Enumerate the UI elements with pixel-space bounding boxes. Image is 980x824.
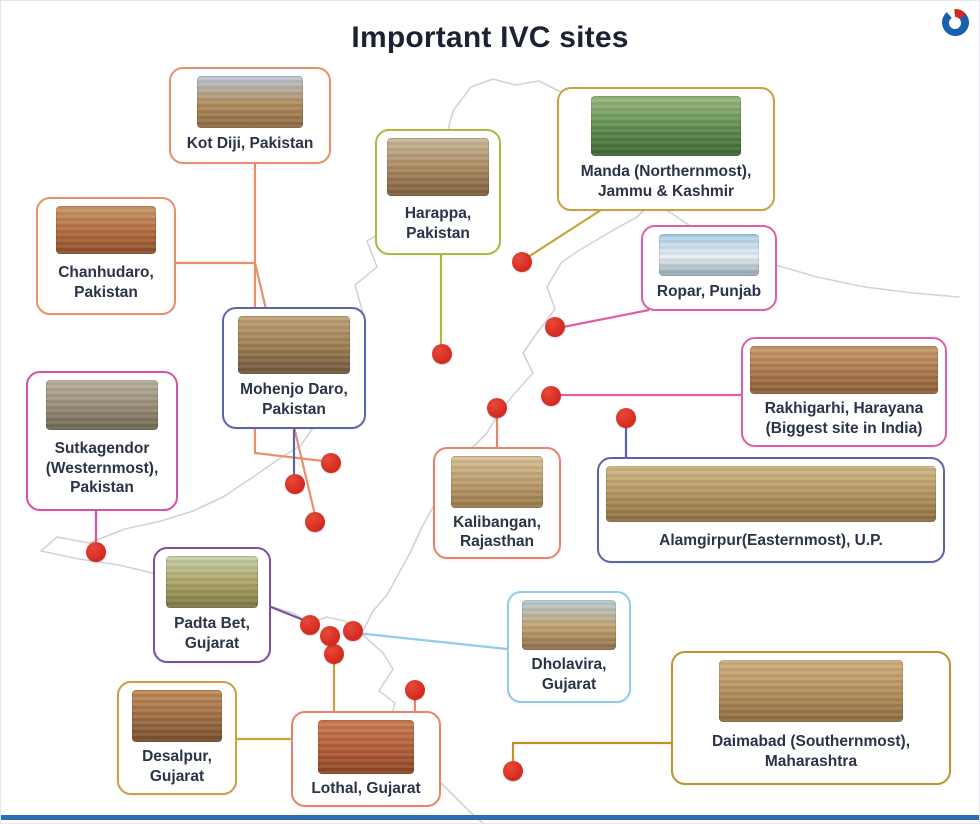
site-label: Alamgirpur(Easternmost), U.P.: [659, 531, 883, 549]
site-photo-desalpur: [132, 690, 222, 742]
map-marker-harappa: [432, 344, 452, 364]
site-card-lothal: Lothal, Gujarat: [291, 711, 441, 807]
site-card-manda: Manda (Northernmost), Jammu & Kashmir: [557, 87, 775, 211]
site-label: Kalibangan, Rajasthan: [453, 514, 541, 551]
site-card-rakhigarhi: Rakhigarhi, Harayana (Biggest site in In…: [741, 337, 947, 447]
map-marker-kot-diji: [321, 453, 341, 473]
site-photo-padta-bet: [166, 556, 258, 608]
connector-daimabad: [511, 741, 671, 769]
site-label: Chanhudaro, Pakistan: [58, 264, 154, 301]
site-card-alamgirpur: Alamgirpur(Easternmost), U.P.: [597, 457, 945, 563]
site-label: Mohenjo Daro, Pakistan: [240, 381, 348, 418]
site-label: Rakhigarhi, Harayana (Biggest site in In…: [764, 400, 924, 437]
site-card-sutkagendor: Sutkagendor (Westernmost), Pakistan: [26, 371, 178, 511]
site-label: Ropar, Punjab: [656, 282, 762, 300]
map-marker-padta-bet: [300, 615, 320, 635]
site-photo-kalibangan: [451, 456, 543, 508]
site-card-daimabad: Daimabad (Southernmost), Maharashtra: [671, 651, 951, 785]
site-card-chanhudaro: Chanhudaro, Pakistan: [36, 197, 176, 315]
site-photo-daimabad: [719, 660, 903, 722]
map-marker-mohenjo-daro: [285, 474, 305, 494]
site-card-harappa: Harappa, Pakistan: [375, 129, 501, 255]
connector-ropar: [557, 308, 650, 330]
site-photo-sutkagendor: [46, 380, 158, 430]
site-label: Harappa, Pakistan: [404, 205, 472, 242]
site-card-kot-diji: Kot Diji, Pakistan: [169, 67, 331, 164]
site-label: Dholavira, Gujarat: [531, 656, 607, 693]
site-photo-ropar: [659, 234, 759, 276]
map-marker-daimabad: [503, 761, 523, 781]
site-photo-kot-diji: [197, 76, 303, 128]
site-label: Sutkagendor (Westernmost), Pakistan: [45, 440, 159, 497]
site-label: Padta Bet, Gujarat: [174, 615, 250, 652]
site-photo-rakhigarhi: [750, 346, 938, 394]
map-marker-rakhigarhi: [541, 386, 561, 406]
map-marker-manda: [512, 252, 532, 272]
connector-manda: [524, 209, 602, 260]
site-photo-harappa: [387, 138, 489, 196]
site-card-padta-bet: Padta Bet, Gujarat: [153, 547, 271, 663]
site-label: Desalpur, Gujarat: [142, 748, 212, 785]
brand-logo-icon: [942, 9, 969, 36]
map-marker-sutkagendor: [86, 542, 106, 562]
site-label: Kot Diji, Pakistan: [186, 135, 314, 153]
site-card-mohenjo-daro: Mohenjo Daro, Pakistan: [222, 307, 366, 429]
site-label: Lothal, Gujarat: [311, 780, 421, 797]
site-photo-dholavira: [522, 600, 616, 650]
site-card-kalibangan: Kalibangan, Rajasthan: [433, 447, 561, 559]
map-marker-dholavira: [343, 621, 363, 641]
map-marker-desalpur: [324, 644, 344, 664]
site-photo-chanhudaro: [56, 206, 156, 254]
site-card-desalpur: Desalpur, Gujarat: [117, 681, 237, 795]
map-marker-kalibangan: [487, 398, 507, 418]
map-marker-ropar: [545, 317, 565, 337]
site-label: Manda (Northernmost), Jammu & Kashmir: [580, 163, 752, 200]
page-title: Important IVC sites: [351, 21, 629, 54]
connector-kot-diji: [253, 163, 324, 463]
map-marker-chanhudaro: [305, 512, 325, 532]
map-marker-alamgirpur: [616, 408, 636, 428]
site-photo-lothal: [318, 720, 414, 774]
map-marker-lothal: [405, 680, 425, 700]
site-photo-alamgirpur: [606, 466, 936, 522]
connector-dholavira: [355, 631, 508, 651]
site-photo-manda: [591, 96, 741, 156]
map-marker-extra-0: [320, 626, 340, 646]
site-card-dholavira: Dholavira, Gujarat: [507, 591, 631, 703]
site-label: Daimabad (Southernmost), Maharashtra: [711, 733, 911, 770]
site-photo-mohenjo-daro: [238, 316, 350, 374]
bottom-accent-bar: [1, 815, 979, 820]
site-card-ropar: Ropar, Punjab: [641, 225, 777, 311]
